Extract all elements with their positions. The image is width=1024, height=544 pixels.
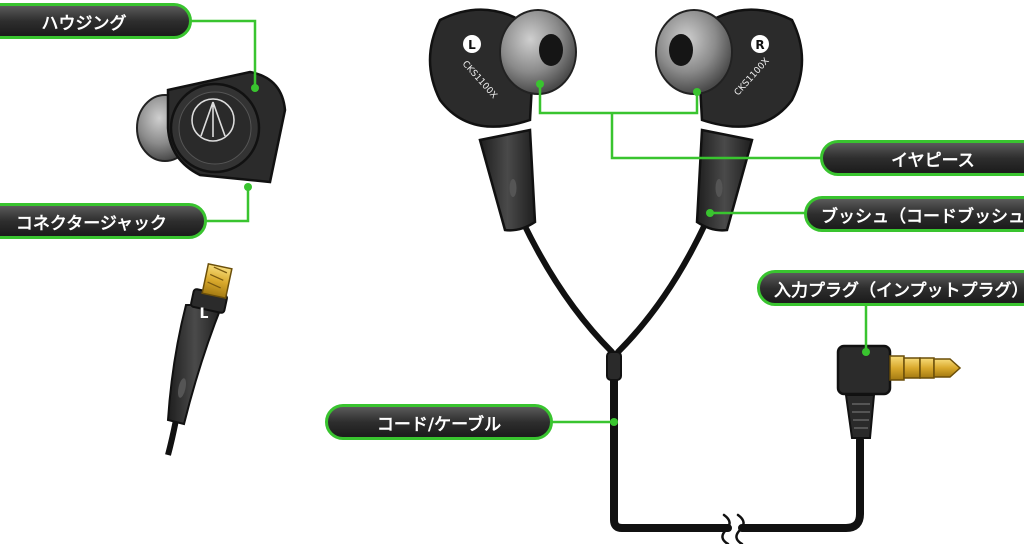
brand-logo-icon [191,98,235,142]
right-badge [751,35,769,53]
left-badge [463,35,481,53]
label-ear-piece: イヤピース [820,140,1024,176]
label-bush-text: ブッシュ（コードブッシュ） [821,206,1024,227]
label-input-plug: 入力プラグ（インプットプラグ） [757,270,1024,306]
label-connector-jack-text: コネクタージャック [15,213,168,234]
leader-connector [205,187,250,223]
label-cord: コード/ケーブル [325,404,553,440]
main-cord [519,217,864,544]
cord-splitter [606,351,622,381]
leader-housing [190,19,257,88]
housing-closeup [136,70,287,184]
label-input-plug-text: 入力プラグ（インプットプラグ） [774,280,1024,301]
right-letter: R [755,38,764,52]
right-earpiece: R CKS1100X [655,8,804,232]
leader-eartips [538,84,699,115]
leader-earpiece [610,113,822,160]
mmcx-connector: L [165,262,233,456]
label-ear-piece-text: イヤピース [891,150,975,171]
label-connector-jack: コネクタージャック [0,203,207,239]
label-cord-text: コード/ケーブル [376,414,502,435]
left-earpiece: L CKS1100X [428,8,577,232]
label-bush: ブッシュ（コードブッシュ） [804,196,1024,232]
label-housing-text: ハウジング [41,13,127,34]
plug-side-letter: L [200,306,209,322]
label-housing: ハウジング [0,3,192,39]
leader-dots [244,80,870,426]
input-plug-illustration [836,344,962,439]
leader-lines [190,19,868,424]
left-letter: L [468,38,476,52]
